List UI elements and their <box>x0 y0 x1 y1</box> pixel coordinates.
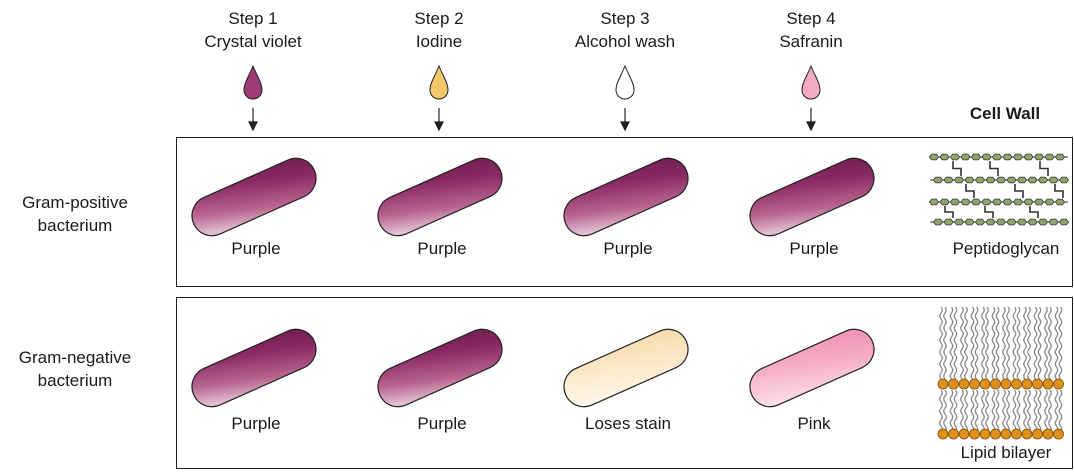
peptidoglycan-label: Peptidoglycan <box>926 238 1074 260</box>
bacterium-gram-positive-step4 <box>744 152 881 242</box>
bacterium-gram-negative-step1 <box>186 323 323 413</box>
result-label: Purple <box>362 238 522 260</box>
result-label: Pink <box>734 413 894 435</box>
lipid-bilayer-icon <box>938 307 1064 439</box>
bacterium-gram-positive-step1 <box>186 152 323 242</box>
bacterium-gram-positive-step2 <box>372 152 509 242</box>
bacterium-gram-negative-step4 <box>744 323 881 413</box>
result-label: Purple <box>734 238 894 260</box>
result-label: Purple <box>548 238 708 260</box>
lipid-bilayer-label: Lipid bilayer <box>926 442 1074 464</box>
result-label: Purple <box>176 238 336 260</box>
bacterium-gram-positive-step3 <box>558 152 695 242</box>
result-label: Loses stain <box>548 413 708 435</box>
peptidoglycan-icon <box>929 154 1068 225</box>
bacterium-gram-negative-step3 <box>558 323 695 413</box>
bacterium-gram-negative-step2 <box>372 323 509 413</box>
result-label: Purple <box>176 413 336 435</box>
result-label: Purple <box>362 413 522 435</box>
